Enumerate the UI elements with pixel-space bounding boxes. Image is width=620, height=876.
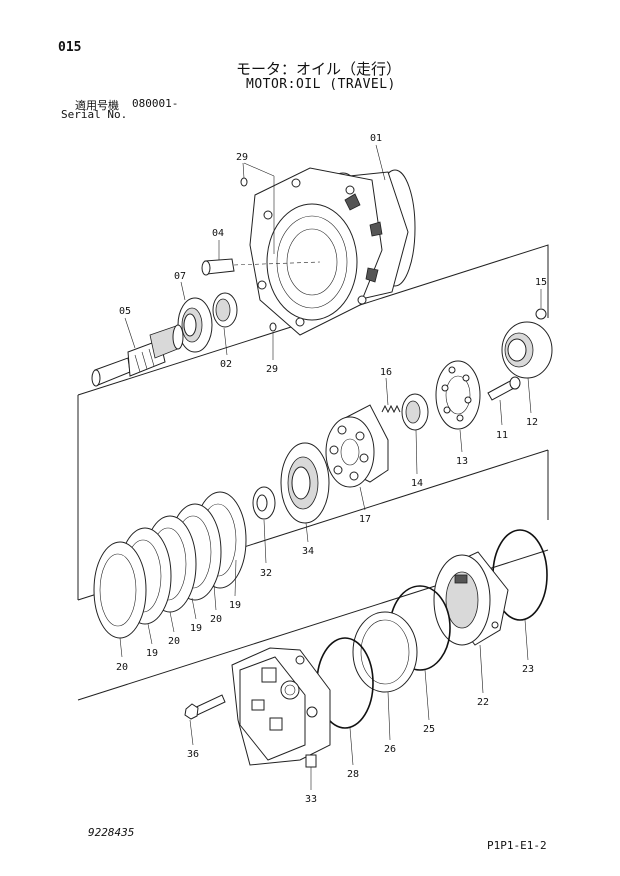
- callout-19-b: 19: [190, 623, 202, 634]
- callout-20-b: 20: [168, 636, 180, 647]
- callout-32: 32: [260, 568, 272, 579]
- callout-19-a: 19: [229, 600, 241, 611]
- part-16-spring: [381, 404, 401, 414]
- part-22-brake-piston: [433, 551, 509, 646]
- part-07-bearing: [177, 297, 213, 353]
- part-34-swash-plate: [280, 442, 330, 524]
- callout-20-c: 20: [116, 662, 128, 673]
- serial-label-japanese: 適用号機: [75, 99, 119, 112]
- callout-23: 23: [522, 664, 534, 675]
- part-33-plug: [305, 754, 317, 768]
- part-04-piston: [201, 258, 321, 276]
- callout-01: 01: [370, 133, 382, 144]
- callout-33: 33: [305, 794, 317, 805]
- part-32-bearing: [252, 486, 276, 520]
- serial-label: Serial No.: [61, 108, 128, 121]
- callout-04: 04: [212, 228, 224, 239]
- callout-36: 36: [187, 749, 199, 760]
- callout-13: 13: [456, 456, 468, 467]
- part-01-motor-housing: [249, 167, 416, 336]
- part-13-valve-plate: [435, 360, 481, 430]
- sheet-code: P1P1-E1-2: [487, 839, 547, 852]
- callout-20-a: 20: [210, 614, 222, 625]
- callout-02: 02: [220, 359, 232, 370]
- callout-14: 14: [411, 478, 423, 489]
- callout-19-c: 19: [146, 648, 158, 659]
- callout-12: 12: [526, 417, 538, 428]
- page-number: 015: [58, 40, 82, 55]
- parts-19-20-brake-plates: [93, 491, 247, 639]
- callout-29-bottom: 29: [266, 364, 278, 375]
- part-36-bolt: [184, 694, 226, 720]
- callout-25: 25: [423, 724, 435, 735]
- page-title: MOTOR:OIL (TRAVEL): [246, 77, 396, 92]
- drawing-number: 9228435: [88, 826, 135, 839]
- callout-26: 26: [384, 744, 396, 755]
- leader-lines: [119, 144, 542, 790]
- callout-29-top: 29: [236, 152, 248, 163]
- part-15-ball: [535, 308, 547, 320]
- callout-22: 22: [477, 697, 489, 708]
- part-12-plate: [501, 321, 553, 379]
- part-26-ring: [352, 611, 418, 693]
- part-02-oil-seal: [212, 292, 238, 328]
- callout-05: 05: [119, 306, 131, 317]
- rear-valve-block: [231, 647, 331, 766]
- serial-number-range: 080001-: [132, 97, 179, 110]
- part-17-cylinder-block: [325, 404, 389, 488]
- callout-28: 28: [347, 769, 359, 780]
- callout-07: 07: [174, 271, 186, 282]
- page-title-japanese: モータ：オイル（走行）: [236, 60, 402, 78]
- part-14-ring: [401, 393, 429, 431]
- callout-17: 17: [359, 514, 371, 525]
- callout-11: 11: [496, 430, 508, 441]
- callout-16: 16: [380, 367, 392, 378]
- callout-15: 15: [535, 277, 547, 288]
- callout-34: 34: [302, 546, 314, 557]
- part-29-pins: [240, 177, 277, 332]
- callout-labels: 01 29 04 07 05 02 29 15 16 12 11 13 14 1…: [116, 133, 547, 805]
- part-05-drive-shaft: [91, 324, 184, 387]
- part-11-pin: [487, 376, 521, 401]
